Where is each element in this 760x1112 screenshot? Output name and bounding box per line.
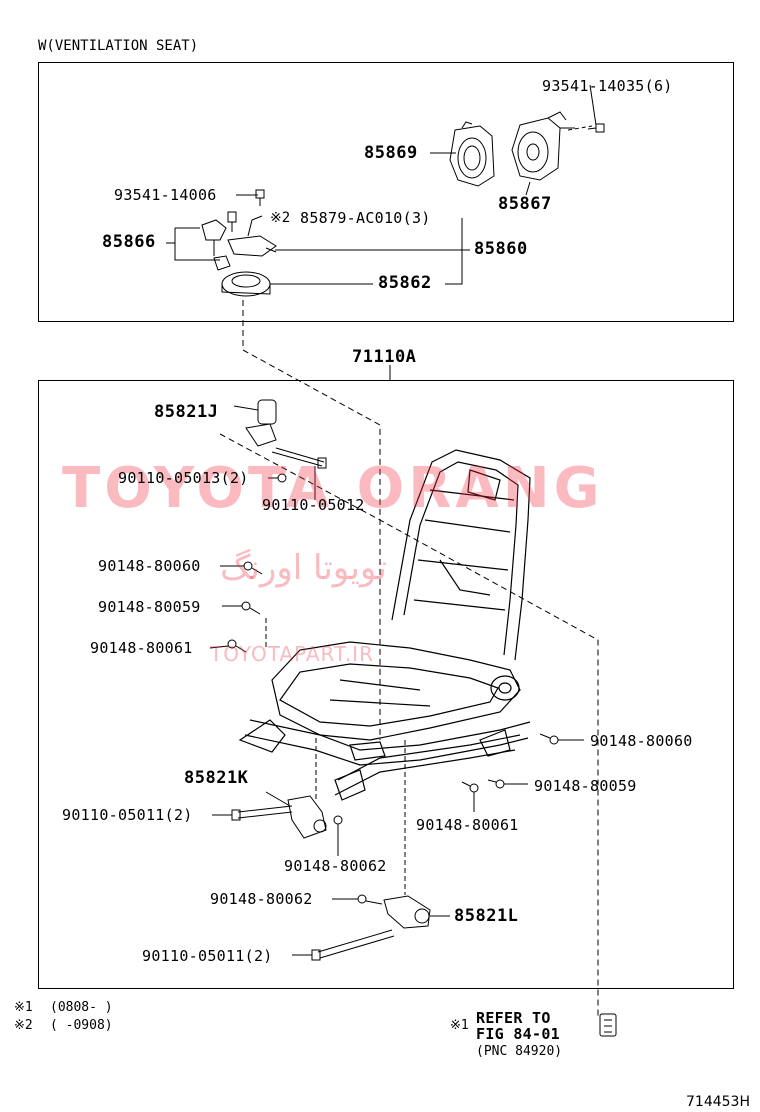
leader-93541-14035 [589,84,597,126]
part-71110A[interactable]: 71110A [352,347,417,367]
bolt-90110-05011-l-drawing [292,929,395,961]
fan-cover-85869-drawing [449,121,495,187]
note-2-range: ( -0908) [50,1018,113,1033]
figure-id: 714453H [686,1094,750,1110]
bolt-90110-05012-drawing [271,447,327,500]
assembly-85860-drawing [227,215,277,257]
part-90148-80059-right[interactable]: 90148-80059 [534,777,637,795]
motor-85821k-drawing [265,738,327,839]
blower-85867-drawing [511,111,593,181]
note-1-mark: ※1 [14,1000,33,1015]
part-85860[interactable]: 85860 [474,239,528,259]
refer-line-2[interactable]: FIG 84-01 [476,1025,560,1043]
screw-90148-80060-left-drawing [220,561,263,575]
part-90148-80059-left[interactable]: 90148-80059 [98,598,201,616]
part-90148-80062-l[interactable]: 90148-80062 [210,890,313,908]
part-85821J[interactable]: 85821J [154,402,219,422]
part-93541-14035[interactable]: 93541-14035(6) [542,77,673,95]
part-85869[interactable]: 85869 [364,143,418,163]
dashed-link-refer [219,433,599,1018]
bolt-90110-05011-k-drawing [212,805,293,821]
bolt-90110-05013-drawing [268,473,287,483]
watermark-brand: TOYOTA ORANG [62,456,604,521]
note-mark-2: ※2 [270,210,291,226]
part-90148-80062-k[interactable]: 90148-80062 [284,857,387,875]
part-93541-14006[interactable]: 93541-14006 [114,186,217,204]
screw-93541-14006-drawing [255,189,265,206]
screw-90148-80061-left-drawing [209,639,247,653]
part-85867[interactable]: 85867 [498,194,552,214]
screw-93541-14035-drawing [587,123,605,133]
screw-90148-80060-right-drawing [539,733,584,745]
refer-mark: ※1 [450,1018,469,1033]
part-85821K[interactable]: 85821K [184,768,249,788]
part-90148-80060-right[interactable]: 90148-80060 [590,732,693,750]
watermark-site: TOYOTAPART.IR [210,642,374,666]
screw-90148-80061-right-drawing [461,781,479,812]
leader-85867 [525,181,531,196]
part-85862[interactable]: 85862 [378,273,432,293]
part-90148-80060-left[interactable]: 90148-80060 [98,557,201,575]
part-90110-05011-l[interactable]: 90110-05011(2) [142,947,273,965]
clip-85879-drawing [227,211,237,232]
part-90110-05011-k[interactable]: 90110-05011(2) [62,806,193,824]
refer-part-drawing [599,1013,617,1037]
watermark-persian: تویوتا اورنگ [220,548,387,588]
upper-frame [38,62,734,322]
note-2-mark: ※2 [14,1018,33,1033]
bracket-85866-drawing [201,219,231,271]
screw-90148-80062-k-drawing [333,815,343,856]
motor-85821l-drawing [383,895,450,929]
seat-back-frame [391,449,531,661]
part-90148-80061-left[interactable]: 90148-80061 [90,639,193,657]
note-1-range: (0808- ) [50,1000,113,1015]
part-90148-80061-right[interactable]: 90148-80061 [416,816,519,834]
main-frame [38,380,734,989]
part-90110-05013[interactable]: 90110-05013(2) [118,469,249,487]
part-85879-AC010[interactable]: 85879-AC010(3) [300,209,431,227]
screw-90148-80062-l-drawing [332,894,383,905]
dashed-link-ventilation [242,300,381,740]
screw-90148-80059-left-drawing [222,601,267,650]
variant-label: W(VENTILATION SEAT) [38,38,199,54]
leader-85860-bracket [445,218,463,285]
part-85866[interactable]: 85866 [102,232,156,252]
seat-track-rails [238,719,531,801]
leader-85866 [166,227,220,261]
part-90110-05012[interactable]: 90110-05012 [262,496,365,514]
motor-85821j-drawing [233,399,277,447]
base-85862-drawing [221,271,271,297]
screw-90148-80059-right-drawing [487,779,528,789]
refer-line-1[interactable]: REFER TO [476,1009,551,1027]
part-85821L[interactable]: 85821L [454,906,519,926]
refer-pnc: (PNC 84920) [476,1044,563,1059]
